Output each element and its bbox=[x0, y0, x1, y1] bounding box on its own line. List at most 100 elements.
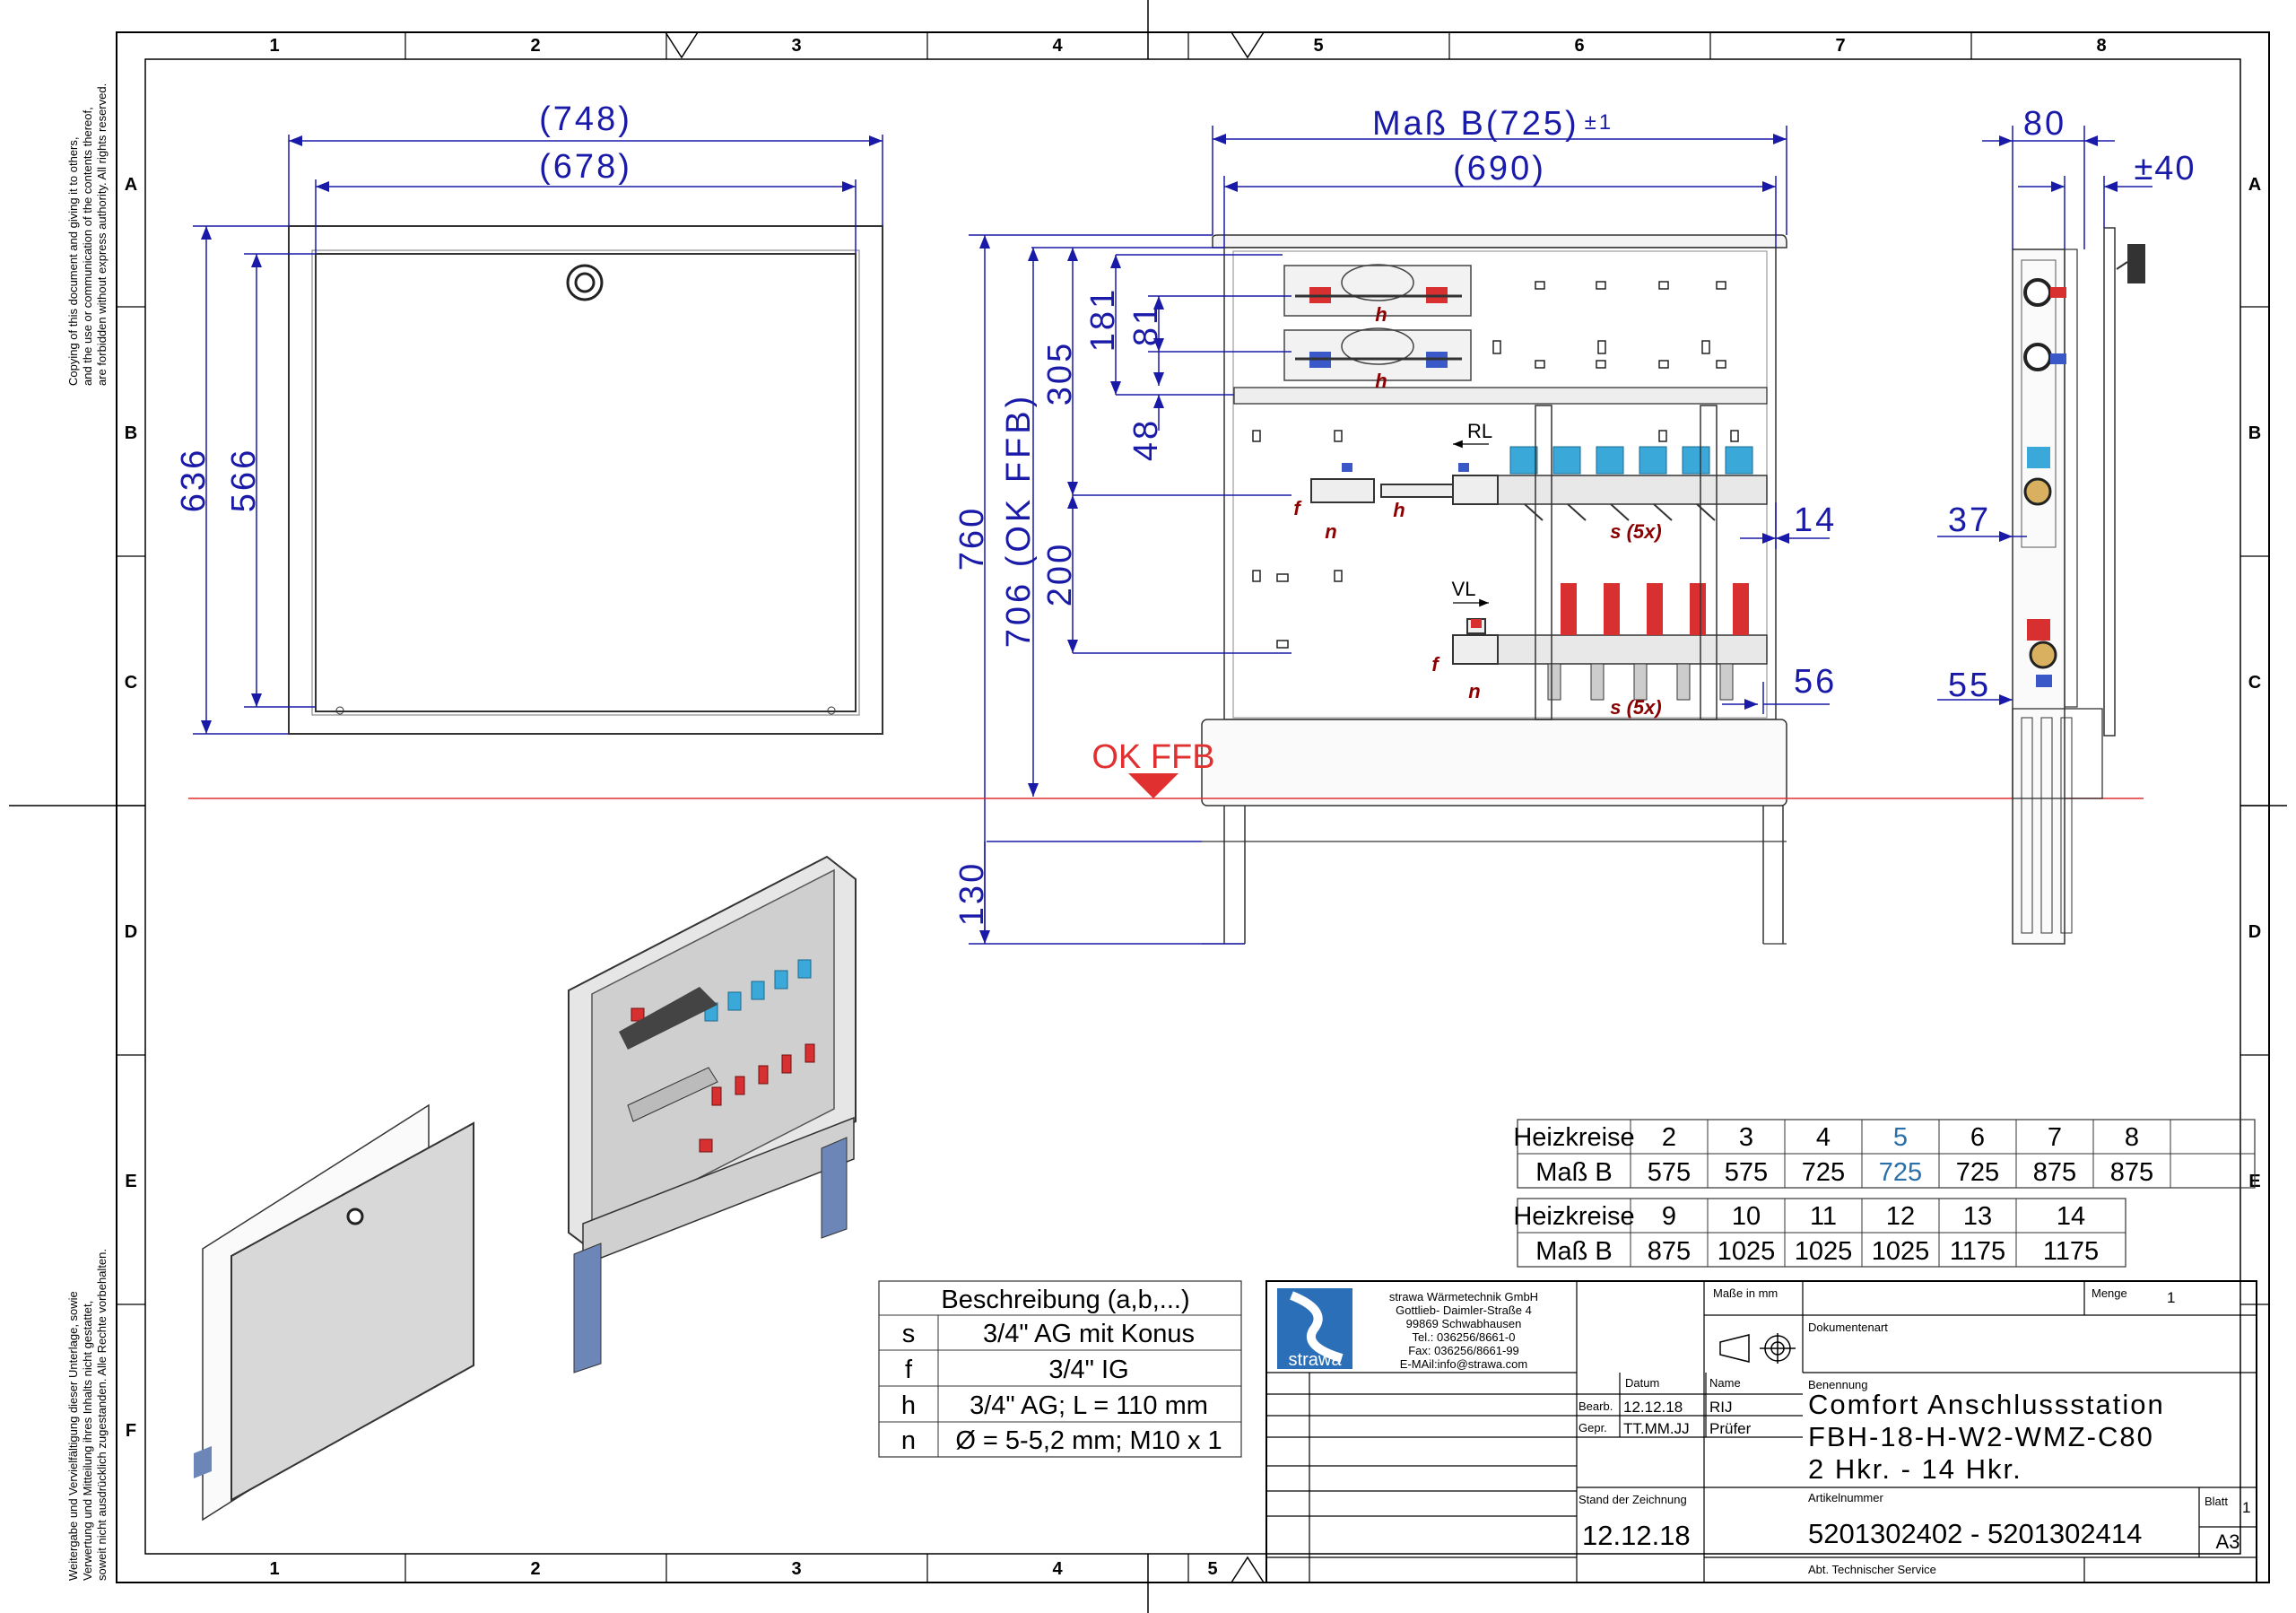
table-cell: 575 bbox=[1725, 1158, 1768, 1187]
benennung-label: Benennung bbox=[1808, 1378, 1868, 1391]
description-key: h bbox=[901, 1391, 916, 1420]
menge-label: Menge bbox=[2092, 1286, 2127, 1300]
company-line: Gottlieb- Daimler-Straße 4 bbox=[1396, 1303, 1532, 1317]
gepr-name: Prüfer bbox=[1709, 1420, 1752, 1437]
dim-55: 55 bbox=[1948, 667, 1991, 704]
col-label-5: 5 bbox=[1313, 36, 1323, 56]
description-value: 3/4" IG bbox=[1048, 1356, 1128, 1384]
table-cell: 11 bbox=[1810, 1202, 1837, 1231]
row-label-e: E bbox=[125, 1172, 136, 1191]
door-lock-icon bbox=[346, 1208, 364, 1225]
isometric-door bbox=[194, 1103, 474, 1521]
table-cell: 1025 bbox=[1795, 1237, 1853, 1266]
reproduction-note: Weitergabe und Vervielfältigung dieser U… bbox=[66, 1249, 109, 1581]
table-cell: 12 bbox=[1886, 1202, 1915, 1231]
row-label-b: B bbox=[125, 423, 137, 443]
table-cell: 13 bbox=[1963, 1202, 1992, 1231]
svg-text:soweit nicht ausdrücklich zuge: soweit nicht ausdrücklich zugestanden. A… bbox=[95, 1249, 109, 1581]
description-key: n bbox=[901, 1426, 916, 1455]
table-cell: 1025 bbox=[1872, 1237, 1930, 1266]
dim-81: 81 bbox=[1127, 303, 1165, 346]
row-label-c-right: C bbox=[2248, 673, 2261, 693]
dim-open-inner-width: (690) bbox=[1453, 150, 1546, 187]
dim-front-outer-width: (748) bbox=[539, 100, 632, 138]
table-cell: 725 bbox=[1879, 1158, 1922, 1187]
front-view: (748) (678) 636 566 bbox=[175, 100, 883, 735]
blatt-label: Blatt bbox=[2205, 1495, 2228, 1508]
description-value: Ø = 5-5,2 mm; M10 x 1 bbox=[955, 1426, 1222, 1455]
col-label-bottom-5: 5 bbox=[1207, 1559, 1217, 1579]
row-label-c: C bbox=[125, 673, 137, 693]
name-label: Name bbox=[1709, 1376, 1741, 1390]
heizkreise-table-1: Heizkreise Maß B 2 3 4 5 6 7 8 575 575 7… bbox=[1513, 1119, 2256, 1189]
table-cell: 5 bbox=[1893, 1123, 1908, 1152]
description-key: f bbox=[905, 1356, 913, 1384]
mass-b-label-2: Maß B bbox=[1535, 1237, 1612, 1266]
bearb-name: RIJ bbox=[1709, 1399, 1733, 1416]
stand-label: Stand der Zeichnung bbox=[1578, 1493, 1687, 1506]
return-manifold bbox=[1497, 446, 1768, 521]
dim-37: 37 bbox=[1948, 501, 1991, 539]
col-label-2: 2 bbox=[530, 36, 540, 56]
open-view: RL VL h h h f f n n s (5x) s (5x) bbox=[188, 105, 2144, 945]
row-label-d-right: D bbox=[2248, 922, 2261, 942]
table-cell: 8 bbox=[2125, 1123, 2139, 1152]
gepr-label: Gepr. bbox=[1578, 1421, 1607, 1434]
table-cell: 725 bbox=[1802, 1158, 1845, 1187]
dim-706: 706 (OK FFB) bbox=[1000, 393, 1038, 649]
isometric-open-station bbox=[568, 855, 857, 1373]
heat-meter-fittings bbox=[1283, 264, 1472, 381]
table-cell: 7 bbox=[2048, 1123, 2062, 1152]
label-h-3: h bbox=[1393, 499, 1405, 521]
dim-front-inner-width: (678) bbox=[539, 148, 632, 186]
table-cell: 725 bbox=[1956, 1158, 1999, 1187]
artikel-label: Artikelnummer bbox=[1808, 1491, 1883, 1504]
company-line: E-MAil:info@strawa.com bbox=[1400, 1357, 1528, 1371]
dim-front-inner-height: 566 bbox=[225, 448, 263, 512]
row-label-a: A bbox=[125, 175, 137, 195]
row-label-b-right: B bbox=[2248, 423, 2261, 443]
row-label-a-right: A bbox=[2248, 175, 2261, 195]
dokumentenart-label: Dokumentenart bbox=[1808, 1321, 1888, 1334]
label-h-2: h bbox=[1375, 370, 1387, 392]
label-n-1: n bbox=[1325, 520, 1336, 543]
label-f-1: f bbox=[1293, 497, 1302, 519]
description-value: 3/4" AG mit Konus bbox=[983, 1320, 1195, 1348]
table-cell: 2 bbox=[1662, 1123, 1676, 1152]
table-cell: 9 bbox=[1662, 1202, 1676, 1231]
table-cell: 575 bbox=[1648, 1158, 1691, 1187]
dim-130: 130 bbox=[953, 861, 991, 926]
svg-text:are forbidden without express: are forbidden without express authority.… bbox=[95, 83, 109, 386]
dim-plus-minus-40: ±40 bbox=[2134, 150, 2196, 187]
company-line: Tel.: 036256/8661-0 bbox=[1413, 1330, 1516, 1344]
company-line: strawa Wärmetechnik GmbH bbox=[1389, 1290, 1538, 1303]
company-line: 99869 Schwabhausen bbox=[1406, 1317, 1522, 1330]
table-cell: 875 bbox=[1648, 1237, 1691, 1266]
description-value: 3/4" AG; L = 110 mm bbox=[970, 1391, 1208, 1420]
mass-b-label-1: Maß B bbox=[1535, 1158, 1612, 1187]
dim-48: 48 bbox=[1127, 418, 1165, 461]
description-header: Beschreibung (a,b,...) bbox=[941, 1286, 1189, 1314]
ok-ffb-label: OK FFB bbox=[1091, 738, 1214, 776]
table-cell: 875 bbox=[2110, 1158, 2153, 1187]
blatt-value: 1 bbox=[2242, 1499, 2250, 1516]
heizkreise-label-2: Heizkreise bbox=[1513, 1202, 1634, 1231]
col-label-6: 6 bbox=[1574, 36, 1584, 56]
svg-text:Copying of this document and g: Copying of this document and giving it t… bbox=[66, 137, 80, 387]
side-view: 80 ±40 37 55 bbox=[1937, 105, 2196, 945]
ffb-marker-icon bbox=[1128, 773, 1178, 798]
svg-text:Weitergabe und Vervielfältigun: Weitergabe und Vervielfältigung dieser U… bbox=[66, 1291, 80, 1581]
bearb-label: Bearb. bbox=[1578, 1399, 1613, 1413]
description-key: s bbox=[902, 1320, 916, 1348]
col-label-bottom-3: 3 bbox=[791, 1559, 801, 1579]
dim-mass-b: Maß B(725)±1 bbox=[1372, 105, 1613, 143]
row-label-d: D bbox=[125, 922, 137, 942]
stand-value: 12.12.18 bbox=[1582, 1520, 1691, 1551]
dim-200: 200 bbox=[1041, 542, 1079, 606]
projection-symbol-icon bbox=[1719, 1333, 1796, 1364]
col-label-7: 7 bbox=[1835, 36, 1845, 56]
table-cell: 875 bbox=[2033, 1158, 2076, 1187]
svg-text:and the use or communication o: and the use or communication of the cont… bbox=[81, 107, 94, 386]
table-cell: 1025 bbox=[1718, 1237, 1776, 1266]
